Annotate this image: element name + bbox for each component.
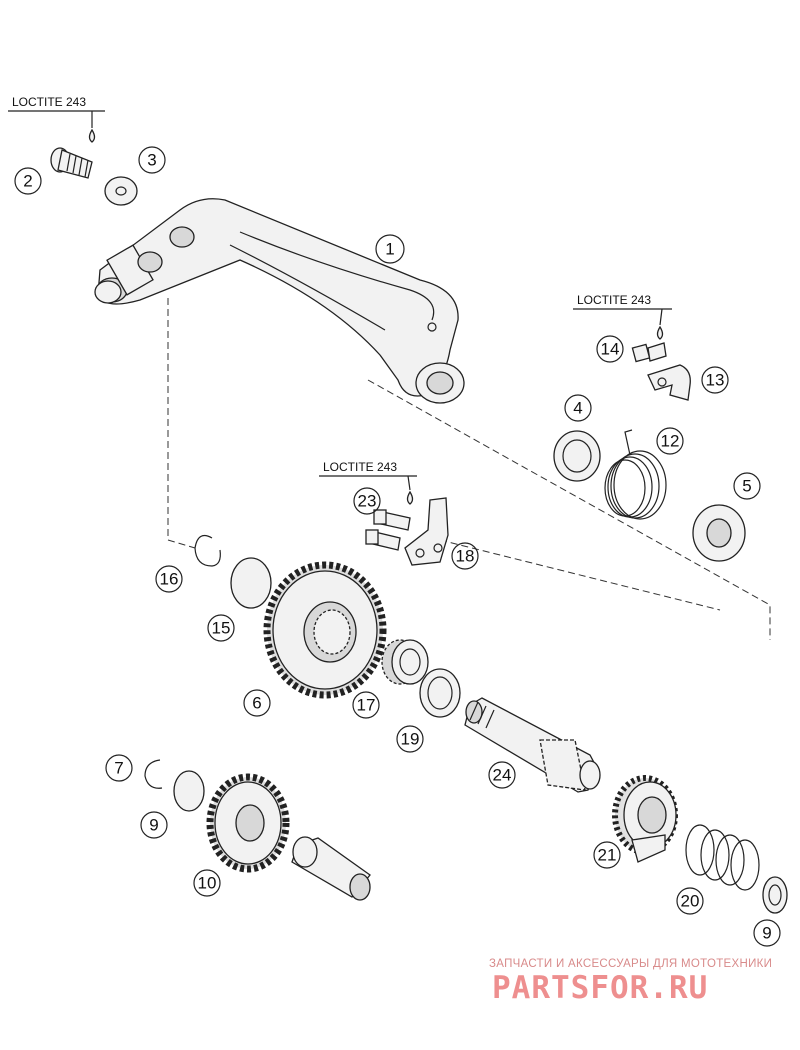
callout-4: 4 [564, 394, 592, 422]
svg-text:5: 5 [742, 477, 751, 496]
callout-20: 20 [676, 887, 704, 915]
callout-18: 18 [451, 542, 479, 570]
svg-text:19: 19 [401, 730, 420, 749]
callout-19: 19 [396, 725, 424, 753]
svg-text:LOCTITE 243: LOCTITE 243 [577, 293, 651, 307]
circlip-16 [194, 535, 221, 567]
svg-text:3: 3 [147, 151, 156, 170]
ratchet-gear-21 [612, 775, 678, 863]
assembly-guide-lines [167, 298, 771, 640]
callout-14: 14 [596, 335, 624, 363]
svg-text:13: 13 [706, 371, 725, 390]
kickstarter-gear-6 [263, 561, 387, 699]
svg-text:1: 1 [385, 240, 394, 259]
callout-1: 1 [375, 234, 405, 264]
washer-9-right [762, 876, 788, 914]
pin [291, 836, 371, 901]
svg-text:15: 15 [212, 619, 231, 638]
ratchet-guide-18 [404, 497, 449, 566]
svg-text:ЗАПЧАСТИ И АКСЕССУАРЫ ДЛЯ МОТО: ЗАПЧАСТИ И АКСЕССУАРЫ ДЛЯ МОТОТЕХНИКИ [489, 958, 772, 970]
idler-gear-10 [206, 773, 290, 873]
svg-text:LOCTITE 243: LOCTITE 243 [323, 460, 397, 474]
callout-12: 12 [656, 427, 684, 455]
screw-2 [50, 147, 93, 179]
callout-9-right: 9 [753, 919, 781, 947]
washer-4 [553, 430, 601, 482]
washer-3 [104, 176, 138, 206]
callout-16: 16 [155, 565, 183, 593]
svg-text:21: 21 [598, 846, 617, 865]
svg-text:10: 10 [198, 874, 217, 893]
washer-9-left [173, 770, 205, 812]
kickstarter-shaft-24 [464, 697, 601, 793]
loctite-label-2: LOCTITE 243 [573, 293, 672, 326]
svg-text:23: 23 [358, 492, 377, 511]
callout-3: 3 [138, 146, 166, 174]
svg-text:20: 20 [681, 892, 700, 911]
loctite-drop-icon [88, 128, 664, 505]
callout-15: 15 [207, 614, 235, 642]
callout-13: 13 [701, 366, 729, 394]
ratchet-spring-20 [685, 824, 760, 891]
needle-bearing-17 [381, 639, 429, 685]
svg-text:LOCTITE 243: LOCTITE 243 [12, 95, 86, 109]
washer-19 [419, 668, 461, 718]
svg-text:9: 9 [762, 924, 771, 943]
callout-21: 21 [593, 841, 621, 869]
bolts-23 [365, 509, 411, 551]
loctite-label-1: LOCTITE 243 [8, 95, 105, 128]
callouts: 1 2 3 4 5 6 7 9 9 10 12 13 14 15 16 17 1… [14, 146, 781, 947]
callout-23: 23 [353, 487, 381, 515]
callout-9-left: 9 [140, 811, 168, 839]
svg-text:17: 17 [357, 696, 376, 715]
svg-text:4: 4 [573, 399, 582, 418]
loctite-label-3: LOCTITE 243 [319, 460, 417, 491]
watermark: ЗАПЧАСТИ И АКСЕССУАРЫ ДЛЯ МОТОТЕХНИКИ PA… [489, 958, 772, 1006]
svg-text:16: 16 [160, 570, 179, 589]
callout-17: 17 [352, 691, 380, 719]
kickstarter-lever [94, 198, 465, 404]
svg-text:7: 7 [114, 759, 123, 778]
callout-6: 6 [243, 689, 271, 717]
bolt-14 [631, 342, 667, 363]
svg-text:24: 24 [493, 766, 512, 785]
svg-text:2: 2 [23, 172, 32, 191]
svg-text:14: 14 [601, 340, 620, 359]
svg-text:PARTSFOR.RU: PARTSFOR.RU [492, 970, 708, 1006]
kickstarter-spring-12 [604, 429, 667, 520]
stop-plate-13 [647, 364, 691, 401]
svg-text:18: 18 [456, 547, 475, 566]
callout-10: 10 [193, 869, 221, 897]
callout-7: 7 [105, 754, 133, 782]
svg-text:6: 6 [252, 694, 261, 713]
svg-text:12: 12 [661, 432, 680, 451]
circlip-7 [144, 759, 163, 789]
callout-5: 5 [733, 472, 761, 500]
callout-2: 2 [14, 167, 42, 195]
washer-5 [692, 504, 746, 562]
svg-text:9: 9 [149, 816, 158, 835]
callout-24: 24 [488, 761, 516, 789]
washer-15 [230, 557, 272, 609]
